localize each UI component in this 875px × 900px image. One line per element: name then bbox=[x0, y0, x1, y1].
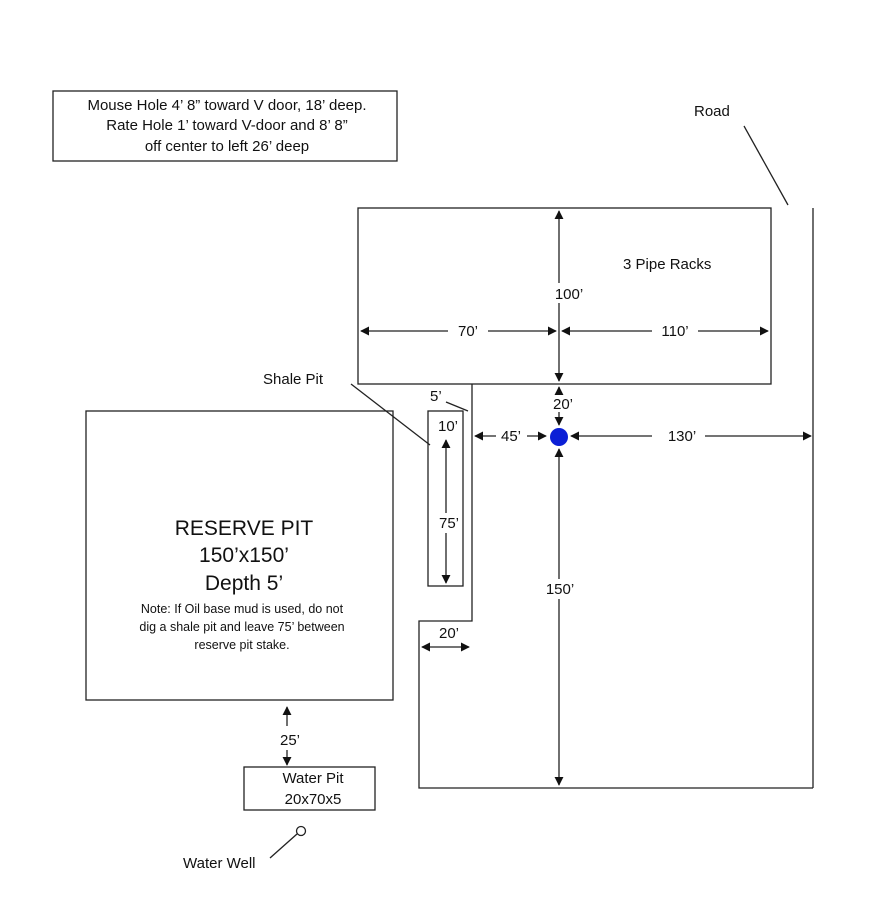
water-pit: Water Pit 20x70x5 bbox=[243, 766, 376, 811]
shale-top-label: 10’ bbox=[438, 418, 458, 435]
road-label: Road bbox=[694, 103, 730, 120]
shale-length-label: 75’ bbox=[439, 515, 459, 532]
reserve-pit-rect bbox=[85, 410, 394, 701]
rack-right-label: 110’ bbox=[661, 323, 688, 340]
water-well-leader bbox=[269, 833, 298, 859]
water-well-marker bbox=[295, 825, 307, 837]
pipe-racks-area: 3 Pipe Racks 100’ 70’ 110’ bbox=[357, 207, 772, 385]
to-shale-label: 45’ bbox=[501, 428, 521, 445]
water-pit-line-1: Water Pit bbox=[282, 770, 344, 787]
water-well: Water Well bbox=[183, 825, 307, 872]
note-line-3: off center to left 26’ deep bbox=[145, 138, 309, 155]
drill-pad-outline bbox=[418, 384, 813, 789]
road: Road bbox=[694, 103, 814, 788]
reserve-pit-depth: Depth 5’ bbox=[205, 572, 283, 595]
road-leader bbox=[743, 125, 789, 206]
note-line-1: Mouse Hole 4’ 8” toward V door, 18’ deep… bbox=[87, 97, 366, 114]
pit-gap-dimension: 25’ bbox=[280, 706, 300, 766]
shale-offset-leader bbox=[445, 401, 469, 412]
rack-height-bg bbox=[543, 283, 577, 303]
pipe-racks-rect bbox=[357, 207, 772, 385]
reserve-pit-note-1: Note: If Oil base mud is used, do not bbox=[141, 602, 344, 616]
reserve-pit-note-2: dig a shale pit and leave 75’ between bbox=[139, 620, 344, 634]
shale-pit-rect bbox=[427, 410, 464, 587]
pad-depth-bg bbox=[541, 579, 579, 599]
shale-pit-label: Shale Pit bbox=[263, 371, 324, 388]
pipe-racks-label: 3 Pipe Racks bbox=[623, 256, 711, 273]
pad-depth-label: 150’ bbox=[546, 581, 574, 598]
notch-dimension: 20’ bbox=[421, 625, 470, 652]
note-line-2: Rate Hole 1’ toward V-door and 8’ 8” bbox=[106, 117, 348, 134]
shale-length-bg bbox=[432, 513, 462, 533]
water-pit-line-2: 20x70x5 bbox=[285, 791, 342, 808]
water-well-label: Water Well bbox=[183, 855, 256, 872]
wellhead-dimensions: 20’ 130’ 45’ 150’ bbox=[474, 386, 812, 786]
reserve-pit: RESERVE PIT 150’x150’ Depth 5’ Note: If … bbox=[85, 410, 394, 701]
rack-left-label: 70’ bbox=[458, 323, 478, 340]
to-road-label: 130’ bbox=[668, 428, 696, 445]
rack-height-label: 100’ bbox=[555, 286, 583, 303]
reserve-pit-title: RESERVE PIT bbox=[175, 517, 314, 540]
reserve-pit-note-3: reserve pit stake. bbox=[194, 638, 289, 652]
pit-gap-label: 25’ bbox=[280, 732, 300, 749]
gap-to-rack-label: 20’ bbox=[553, 396, 573, 413]
shale-pit: Shale Pit 5’ 10’ 75’ bbox=[263, 371, 469, 587]
reserve-pit-size: 150’x150’ bbox=[199, 544, 289, 567]
notch-width-label: 20’ bbox=[439, 625, 459, 642]
wellhead-marker bbox=[550, 428, 568, 446]
shale-offset-label: 5’ bbox=[430, 388, 442, 405]
shale-pit-leader bbox=[350, 383, 431, 446]
rig-note-box: Mouse Hole 4’ 8” toward V door, 18’ deep… bbox=[52, 90, 398, 162]
water-pit-rect bbox=[243, 766, 376, 811]
